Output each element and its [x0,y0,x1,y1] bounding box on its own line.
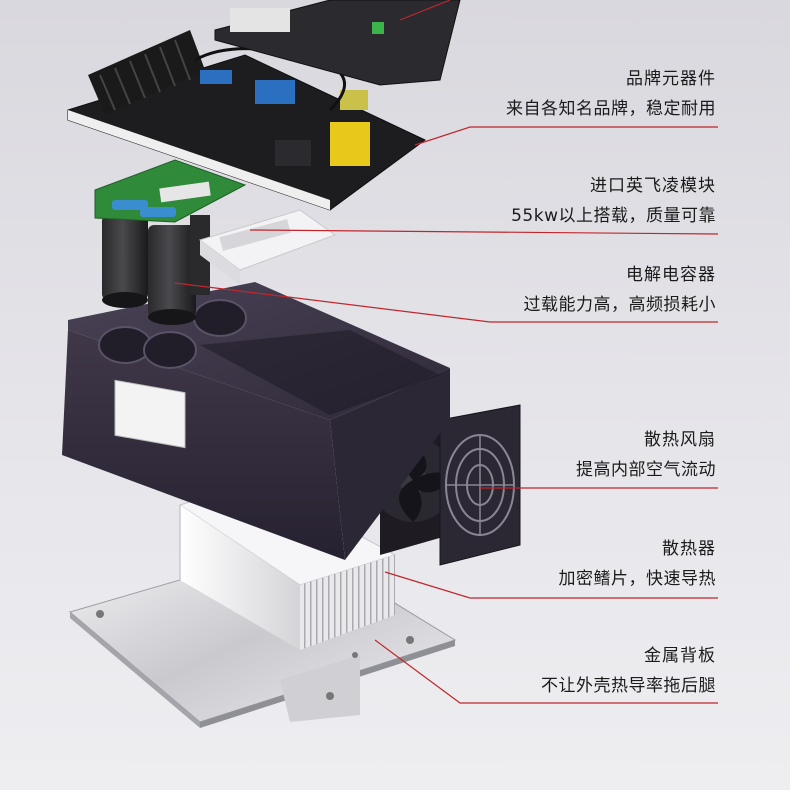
callout-title: 散热风扇 [644,430,716,450]
callout-title: 品牌元器件 [626,69,716,89]
callout-line-backplate [374,639,718,704]
callout-line-module [249,229,719,235]
callout-title: 进口英飞凌模块 [590,176,716,196]
callout-subtitle: 提高内部空气流动 [576,460,716,480]
callout-electrolytic-capacitor: 电解电容器 过载能力高，高频损耗小 [524,264,717,316]
callout-heat-sink: 散热器 加密鳍片，快速导热 [559,538,717,590]
callout-brand-components: 品牌元器件 来自各知名品牌，稳定耐用 [506,68,716,120]
callout-subtitle: 过载能力高，高频损耗小 [523,295,716,315]
igbt-module [198,209,337,285]
callout-subtitle: 加密鳍片，快速导热 [558,569,716,589]
callout-title: 电解电容器 [626,265,716,285]
callout-line-components [414,126,718,146]
callout-line-heatsink [384,571,718,599]
callout-title: 散热器 [662,539,716,559]
callout-line-top-board [399,0,451,21]
callout-line-capacitor [174,282,718,323]
callout-subtitle: 不让外壳热导率拖后腿 [541,676,716,696]
top-control-board [214,0,461,86]
callout-subtitle: 55kw以上搭载，质量可靠 [511,206,716,226]
electrolytic-capacitors [102,215,210,325]
callout-lines [174,0,719,704]
callout-infineon-module: 进口英飞凌模块 55kw以上搭载，质量可靠 [511,175,716,227]
driver-board [94,159,247,223]
callout-cooling-fan: 散热风扇 提高内部空气流动 [576,429,716,481]
callout-title: 金属背板 [644,646,716,666]
callout-subtitle: 来自各知名品牌，稳定耐用 [506,99,716,119]
callout-metal-back-plate: 金属背板 不让外壳热导率拖后腿 [541,645,716,697]
